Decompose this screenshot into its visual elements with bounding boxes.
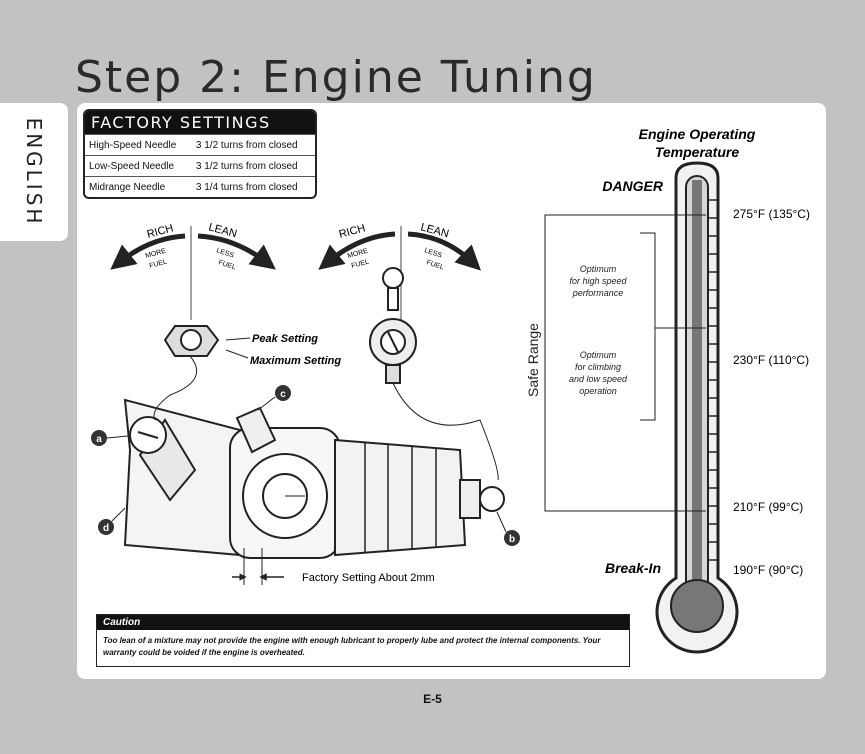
optimum-high-label: for high speed (569, 276, 627, 286)
callout-d: d (98, 507, 126, 535)
low-speed-needle (369, 267, 499, 481)
danger-label: DANGER (602, 178, 664, 194)
setting-name: High-Speed Needle (85, 134, 192, 156)
rich-lean-dial-left: RICH LEAN MORE FUEL LESS FUEL (110, 221, 276, 320)
optimum-low-label: Optimum (580, 350, 617, 360)
less-fuel-label: LESS (215, 247, 235, 259)
svg-text:a: a (96, 434, 102, 445)
temp-label: 190°F (90°C) (733, 563, 803, 577)
high-speed-needle-nut: Peak Setting Maximum Setting (163, 325, 341, 367)
optimum-low-label: and low speed (569, 374, 628, 384)
safe-range-bracket: Safe Range Optimum for high speed perfor… (525, 214, 706, 512)
callout-c: c (257, 385, 291, 411)
safe-range-label: Safe Range (525, 323, 541, 397)
table-row: Midrange Needle 3 1/4 turns from closed (85, 176, 315, 197)
page-title: Step 2: Engine Tuning (75, 52, 597, 103)
temp-label: 210°F (99°C) (733, 500, 803, 514)
caution-text: Too lean of a mixture may not provide th… (103, 636, 601, 657)
break-in-label: Break-In (605, 560, 661, 576)
more-fuel-label: FUEL (149, 259, 168, 270)
page-number: E-5 (423, 692, 442, 706)
factory-settings-table: High-Speed Needle 3 1/2 turns from close… (85, 134, 315, 197)
factory-gap-label: Factory Setting About 2mm (302, 572, 435, 584)
peak-setting-label: Peak Setting (252, 333, 318, 345)
temp-label: 275°F (135°C) (733, 207, 810, 221)
carburetor-body: Factory Setting About 2mm (123, 355, 505, 585)
callout-a: a (91, 430, 129, 446)
svg-text:b: b (509, 534, 515, 545)
setting-name: Low-Speed Needle (85, 155, 192, 177)
table-row: Low-Speed Needle 3 1/2 turns from closed (85, 155, 315, 177)
optimum-high-label: performance (572, 288, 624, 298)
factory-settings-box: FACTORY SETTINGS High-Speed Needle 3 1/2… (83, 109, 317, 199)
less-fuel-label: FUEL (425, 259, 444, 271)
optimum-high-label: Optimum (580, 264, 617, 274)
thermometer: Engine Operating Temperature DANGER Brea… (602, 126, 810, 654)
temp-label: 230°F (110°C) (733, 353, 809, 367)
thermometer-heading: Temperature (655, 144, 740, 160)
svg-text:c: c (280, 389, 286, 400)
more-fuel-label: MORE (145, 248, 167, 260)
language-tab: ENGLISH (0, 103, 68, 241)
rich-label: RICH (338, 222, 367, 241)
less-fuel-label: LESS (423, 247, 443, 259)
setting-value: 3 1/2 turns from closed (191, 134, 315, 156)
setting-name: Midrange Needle (85, 176, 192, 197)
factory-settings-heading: FACTORY SETTINGS (85, 111, 315, 134)
svg-text:d: d (103, 523, 109, 534)
setting-value: 3 1/2 turns from closed (191, 155, 315, 177)
optimum-low-label: for climbing (575, 362, 621, 372)
setting-value: 3 1/4 turns from closed (191, 176, 315, 197)
more-fuel-label: FUEL (351, 259, 370, 270)
callout-b: b (496, 511, 520, 546)
thermometer-ticks (708, 199, 718, 561)
optimum-low-label: operation (579, 386, 617, 396)
caution-box: Caution Too lean of a mixture may not pr… (96, 614, 630, 667)
thermometer-heading: Engine Operating (639, 126, 756, 142)
caution-heading: Caution (97, 615, 629, 630)
table-row: High-Speed Needle 3 1/2 turns from close… (85, 134, 315, 156)
maximum-setting-label: Maximum Setting (250, 355, 341, 367)
less-fuel-label: FUEL (217, 259, 236, 271)
